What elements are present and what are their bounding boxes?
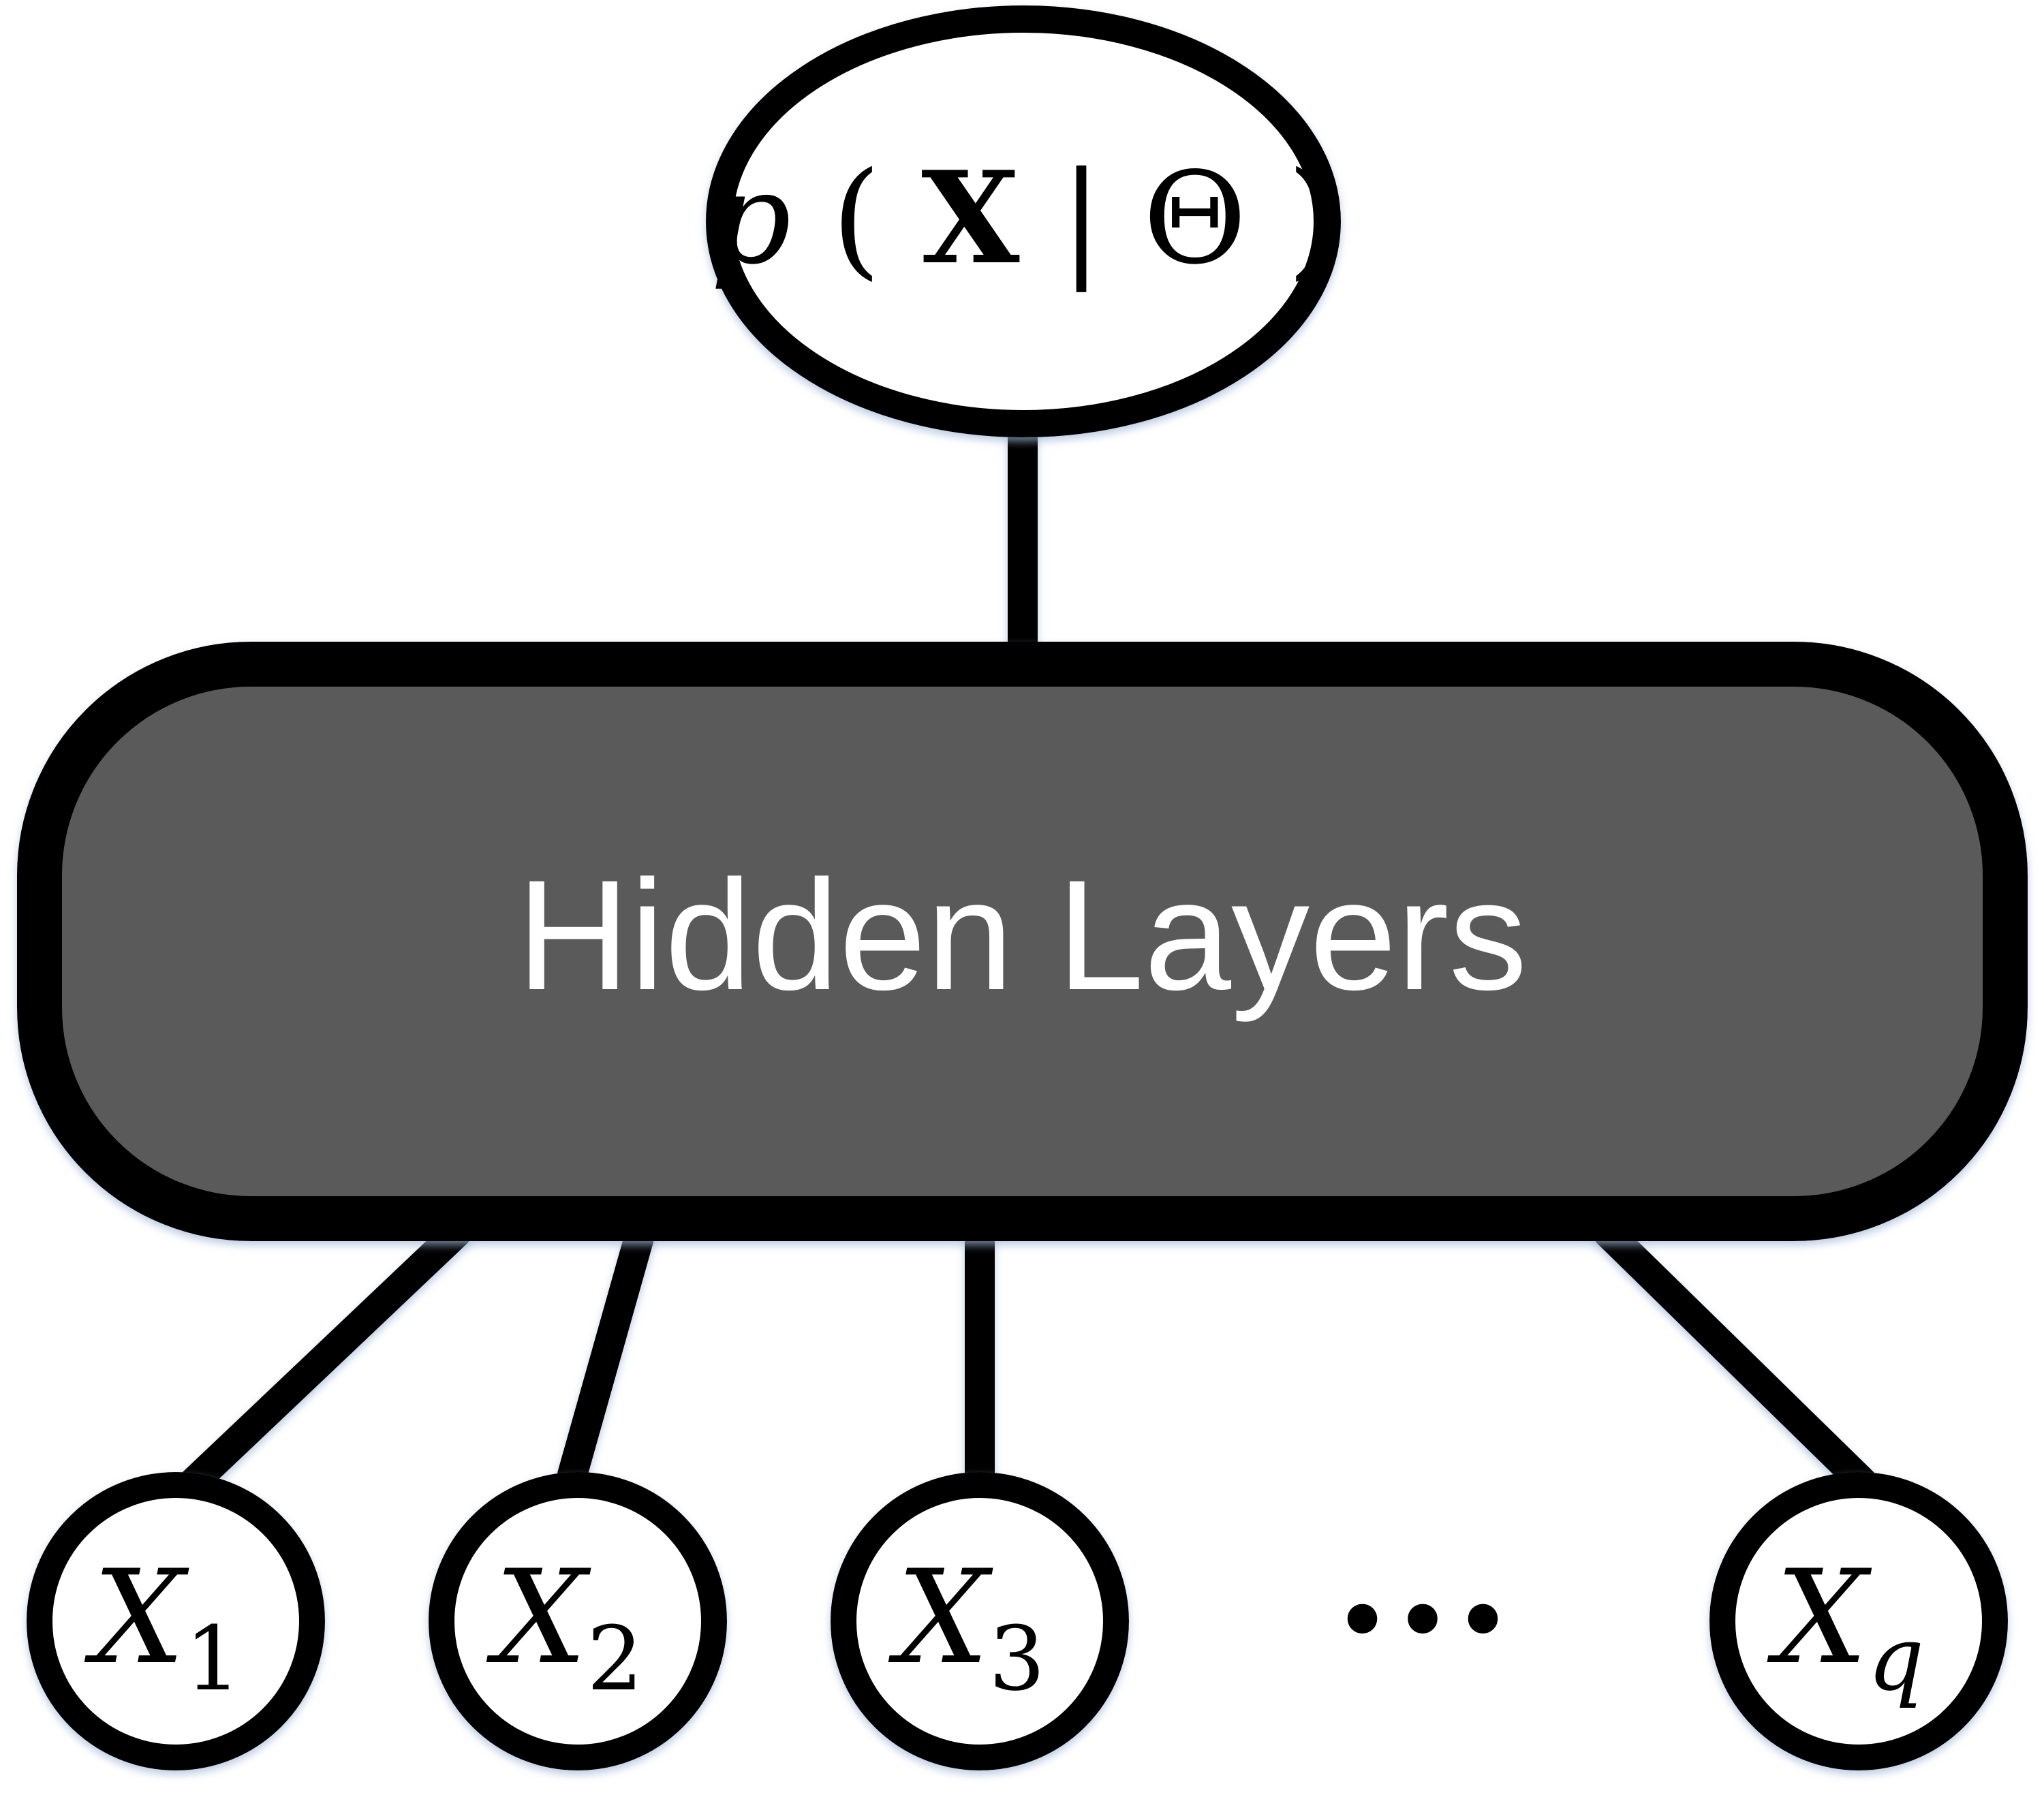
input-node-x1: [27, 1472, 325, 1770]
edge-hidden-x1: [176, 1218, 471, 1500]
input-x3-sub: 3: [989, 1607, 1045, 1710]
input-x1-base: X: [84, 1542, 189, 1693]
input-label-x3: X3: [888, 1542, 1045, 1710]
formula-bar: |: [1060, 144, 1103, 292]
hidden-layers-label: Hidden Layers: [516, 847, 1527, 1022]
input-label-x1: X1: [84, 1542, 241, 1710]
input-label-xq: Xq: [1767, 1542, 1924, 1710]
output-ellipse: [706, 5, 1341, 437]
edges: [176, 407, 1880, 1500]
input-nodes: [27, 1472, 2008, 1770]
output-formula: p ( X | Θ ): [710, 143, 1336, 292]
input-x2-sub: 2: [587, 1607, 643, 1710]
formula-open-paren: (: [832, 144, 882, 292]
input-node-xq: [1709, 1472, 2008, 1770]
input-x3-base: X: [888, 1542, 993, 1693]
input-node-x3: [831, 1472, 1129, 1770]
edge-hidden-xq: [1593, 1218, 1880, 1500]
edge-hidden-x2: [557, 1218, 655, 1490]
input-x2-base: X: [486, 1542, 591, 1693]
input-x1-sub: 1: [185, 1607, 241, 1710]
input-xq-sub: q: [1868, 1607, 1924, 1710]
formula-p: p: [710, 144, 791, 292]
output-node: [706, 5, 1341, 437]
input-node-x2: [429, 1472, 727, 1770]
formula-close-paren: ): [1287, 144, 1337, 292]
formula-x-bold: X: [921, 143, 1020, 292]
hidden-layers-block: [17, 642, 2028, 1241]
hidden-layers-rect: [17, 642, 2028, 1241]
ellipsis: •••: [1332, 1563, 1513, 1681]
input-label-x2: X2: [486, 1542, 643, 1710]
formula-theta: Θ: [1143, 144, 1247, 292]
input-xq-base: X: [1767, 1542, 1872, 1693]
